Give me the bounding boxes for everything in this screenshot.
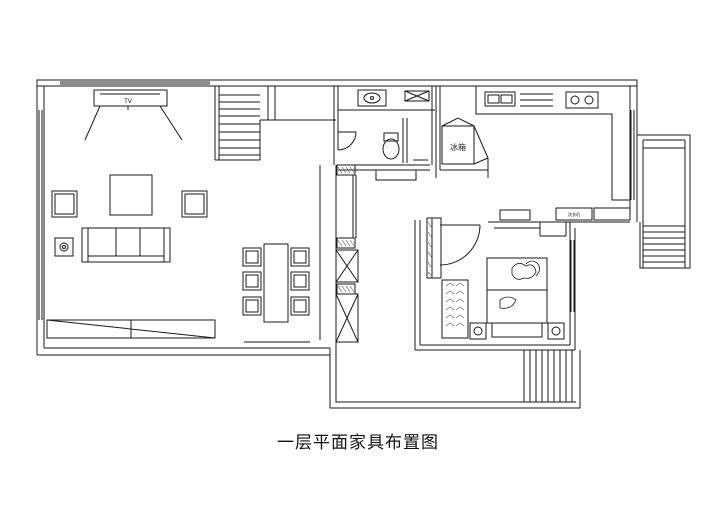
terrace <box>329 348 581 409</box>
bathroom <box>333 86 437 181</box>
bedroom <box>414 217 576 351</box>
right-stair <box>637 134 691 269</box>
dining-set <box>242 243 310 323</box>
plan-caption: 一层平面家具布置图 <box>277 433 439 453</box>
coffee-table <box>109 174 153 216</box>
hall-walls <box>319 164 359 355</box>
tv-cabinet <box>84 89 183 141</box>
sofa <box>81 227 171 263</box>
kitchen <box>435 86 630 201</box>
low-cabinet <box>46 319 216 339</box>
hatch-blocks <box>337 166 355 293</box>
side-table <box>54 237 74 257</box>
armchair-left <box>51 190 78 218</box>
staircase <box>214 86 336 161</box>
tv-mark: TV <box>123 98 133 105</box>
bed-pillows <box>499 260 540 309</box>
armchair-right <box>181 190 208 218</box>
right-window <box>630 110 635 200</box>
laundry-shelf <box>488 207 631 237</box>
bedroom-hatch <box>427 221 433 277</box>
wardrobe-hangers <box>445 282 465 327</box>
fridge-label: 冰箱 <box>450 142 466 152</box>
washer-label: 洗衣机 <box>568 211 580 217</box>
